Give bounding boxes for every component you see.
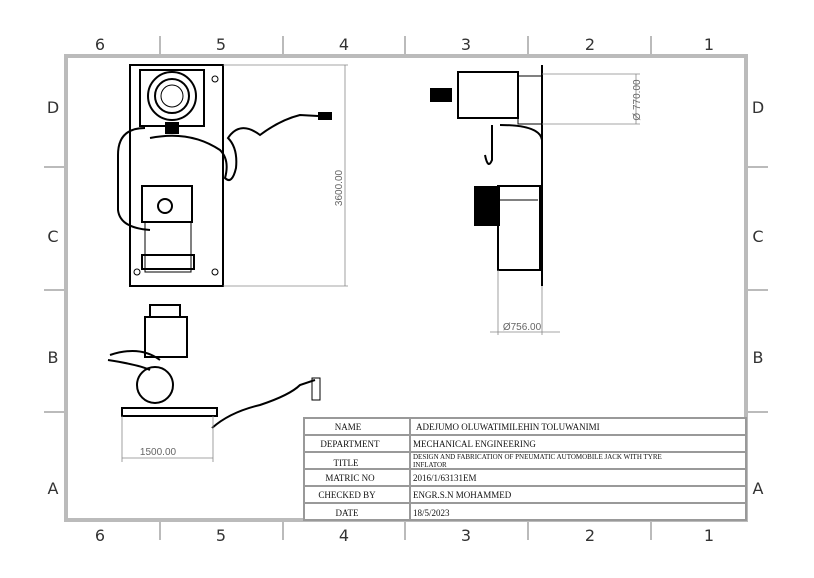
inflator-hose	[149, 113, 319, 181]
column-labels-bottom: 6 5 4 3 2 1	[95, 526, 714, 545]
zone-ticks	[44, 36, 768, 540]
column-label: 4	[339, 526, 349, 545]
row-labels-left: D C B A	[47, 98, 59, 498]
jack-top	[141, 185, 193, 223]
column-label: 2	[585, 526, 595, 545]
department-value: MECHANICAL ENGINEERING	[413, 439, 536, 449]
base-plate	[129, 64, 224, 287]
name-label: NAME	[335, 422, 362, 432]
row-label: D	[752, 98, 764, 117]
side-view: Ø 770.00 Ø756.00	[430, 65, 643, 335]
row-label: A	[753, 479, 764, 498]
column-label: 4	[339, 35, 349, 54]
column-labels-top: 6 5 4 3 2 1	[95, 35, 714, 54]
row-label: C	[752, 227, 763, 246]
date-label: DATE	[336, 508, 359, 518]
height-dimension: 3600.00	[334, 169, 345, 206]
title-label: TITLE	[334, 458, 359, 468]
row-label: B	[48, 348, 59, 367]
column-label: 6	[95, 35, 105, 54]
jack-side	[497, 185, 541, 271]
column-label: 3	[461, 526, 471, 545]
department-label: DEPARTMENT	[320, 439, 380, 449]
column-label: 3	[461, 35, 471, 54]
row-labels-right: D C B A	[752, 98, 764, 498]
width-dimension: 1500.00	[140, 447, 177, 458]
column-label: 5	[216, 35, 226, 54]
row-label: B	[753, 348, 764, 367]
compressor-top-view	[136, 366, 174, 404]
top-diameter-dimension: Ø 770.00	[632, 79, 643, 121]
title-value-line2: INFLATOR	[413, 461, 447, 469]
matric-label: MATRIC NO	[325, 473, 375, 483]
title-block: NAME ADEJUMO OLUWATIMILEHIN TOLUWANIMI D…	[303, 417, 747, 521]
jack-top-view	[144, 316, 188, 358]
sheet-edge	[29, 29, 785, 547]
bottom-diameter-dimension: Ø756.00	[503, 322, 542, 333]
column-label: 2	[585, 35, 595, 54]
column-label: 1	[704, 35, 714, 54]
date-value: 18/5/2023	[413, 508, 450, 518]
base-edge	[121, 407, 218, 417]
name-value: ADEJUMO OLUWATIMILEHIN TOLUWANIMI	[416, 422, 600, 432]
checked-by-label: CHECKED BY	[318, 490, 376, 500]
jack-cylinder	[144, 221, 192, 273]
compressor-side	[457, 71, 519, 119]
top-view: 1500.00	[107, 304, 321, 462]
column-label: 6	[95, 526, 105, 545]
row-label: D	[47, 98, 59, 117]
row-label: C	[47, 227, 58, 246]
column-label: 5	[216, 526, 226, 545]
front-view: 3600.00	[117, 64, 348, 287]
checked-by-value: ENGR.S.N MOHAMMED	[413, 490, 512, 500]
air-hose	[117, 127, 151, 231]
title-value: DESIGN AND FABRICATION OF PNEUMATIC AUTO…	[413, 453, 662, 461]
matric-value: 2016/1/63131EM	[413, 473, 477, 483]
row-label: A	[48, 479, 59, 498]
column-label: 1	[704, 526, 714, 545]
